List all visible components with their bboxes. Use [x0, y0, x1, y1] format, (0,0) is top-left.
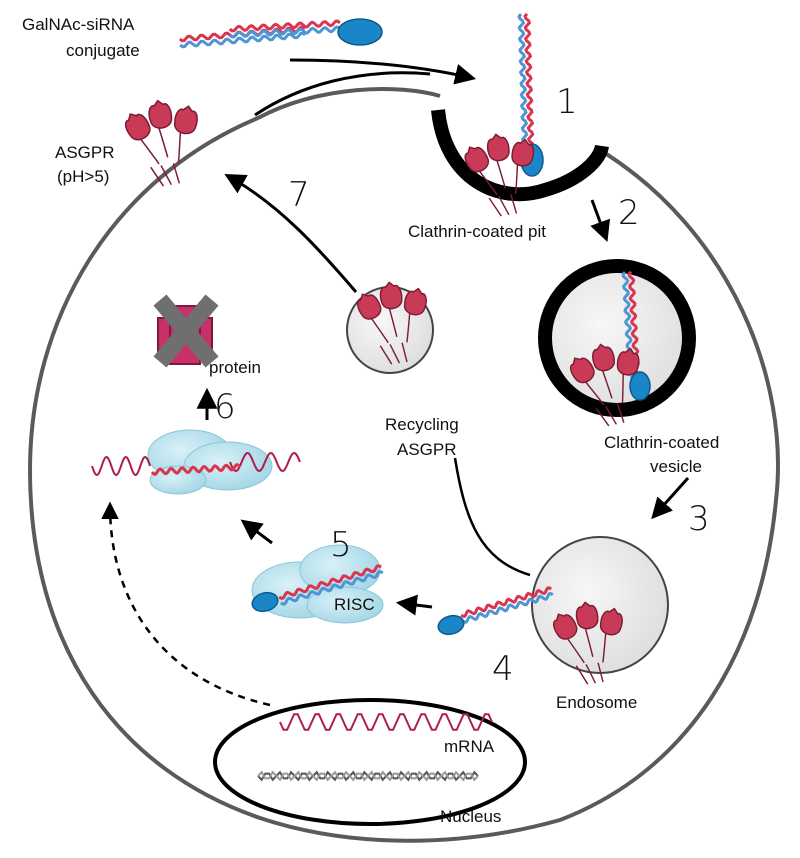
receptor-in-endosome	[552, 601, 623, 685]
label-vesicle-2: vesicle	[650, 457, 702, 476]
label-risc: RISC	[334, 595, 375, 614]
clathrin-coated-vesicle	[538, 259, 696, 417]
entry-arrow	[289, 58, 477, 85]
arrow-7-recycling	[224, 173, 358, 293]
label-protein: protein	[209, 358, 261, 377]
step-5: 5	[330, 525, 352, 565]
label-asgpr-2: (pH>5)	[57, 167, 109, 186]
endosome	[531, 536, 669, 674]
label-vesicle-1: Clathrin-coated	[604, 433, 719, 452]
cell-membrane	[27, 86, 780, 843]
step-3: 3	[688, 499, 710, 539]
asgpr-receptor-cluster	[124, 99, 198, 187]
step-2: 2	[618, 193, 640, 233]
released-sirna	[437, 586, 554, 636]
step-4: 4	[492, 649, 514, 689]
membrane-arc-entry	[254, 71, 431, 117]
receptor-in-recycling-vesicle	[356, 281, 427, 365]
step-1: 1	[556, 82, 578, 122]
nuclear-mrna	[279, 713, 493, 731]
label-recycling-2: ASGPR	[397, 440, 457, 459]
dna-helix	[257, 770, 479, 782]
sirna-in-risc	[251, 564, 384, 613]
label-endosome: Endosome	[556, 693, 637, 712]
label-recycling-1: Recycling	[385, 415, 459, 434]
protein-knocked-down	[153, 294, 219, 368]
label-nucleus: Nucleus	[440, 807, 501, 826]
arrow-mrna-dashed	[101, 501, 271, 707]
cleaved-mrna	[91, 451, 301, 477]
step-6: 6	[214, 387, 236, 427]
label-conjugate-1: GalNAc-siRNA	[22, 15, 135, 34]
label-mrna: mRNA	[444, 737, 495, 756]
arrow-5	[240, 519, 273, 545]
arrow-2	[590, 199, 611, 242]
line-recycling-to-endosome	[453, 457, 531, 577]
clathrin-coated-pit	[431, 109, 609, 202]
arrow-4	[395, 594, 433, 616]
label-asgpr-1: ASGPR	[55, 143, 115, 162]
receptor-in-pit	[464, 133, 535, 217]
galnac-sirna-conjugate	[178, 18, 383, 49]
arrow-3	[651, 476, 690, 520]
label-conjugate-2: conjugate	[66, 41, 140, 60]
step-7: 7	[288, 175, 310, 215]
nucleus	[213, 698, 527, 826]
receptor-in-vesicle	[569, 343, 640, 427]
label-pit: Clathrin-coated pit	[408, 222, 546, 241]
